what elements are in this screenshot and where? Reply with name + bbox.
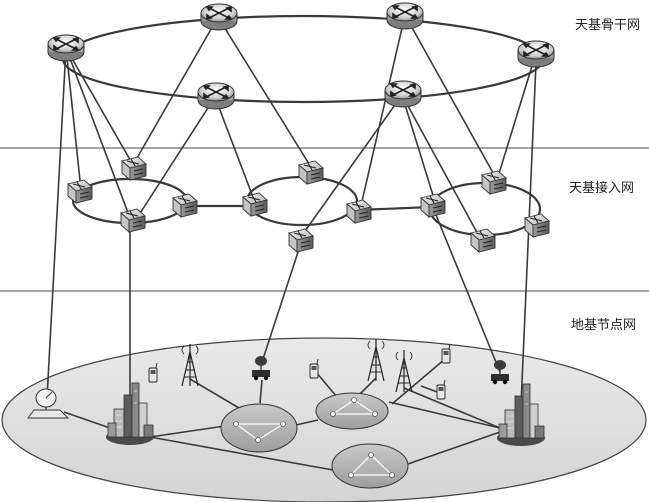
ground-layer-label: 地基节点网 [571, 318, 636, 333]
access-ring-3 [428, 181, 542, 237]
satellite-dish-station-icon [27, 388, 70, 419]
access-switch-icon [67, 179, 93, 204]
backbone-access-links [65, 14, 537, 239]
backbone-layer-label: 天基骨干网 [575, 18, 640, 33]
access-switch-icon [470, 228, 496, 253]
access-switch-icon [288, 228, 314, 253]
backbone-ring [61, 14, 545, 104]
ground-subnet-3 [331, 443, 409, 489]
access-switch-icon [242, 192, 268, 217]
ground-subnet-1 [220, 403, 298, 453]
backbone-router-icon [197, 82, 235, 110]
access-switch-icon [172, 193, 198, 218]
access-switch-icon [346, 199, 372, 224]
backbone-router-icon [200, 3, 238, 31]
access-switch-icon [524, 213, 550, 238]
backbone-router-icon [47, 34, 85, 62]
access-switch-icon [121, 156, 147, 181]
access-switch-icon [298, 160, 324, 185]
access-switch-icon [420, 193, 446, 218]
backbone-router-icon [384, 80, 422, 108]
ground-links [63, 358, 501, 471]
backbone-router-icon [517, 40, 555, 68]
ground-subnet-2 [315, 392, 389, 430]
backbone-router-icon [386, 2, 424, 30]
access-ground-links [46, 47, 537, 406]
access-layer-label: 天基接入网 [569, 180, 634, 196]
access-switch-icon [481, 170, 507, 195]
access-switch-icon [120, 208, 146, 233]
